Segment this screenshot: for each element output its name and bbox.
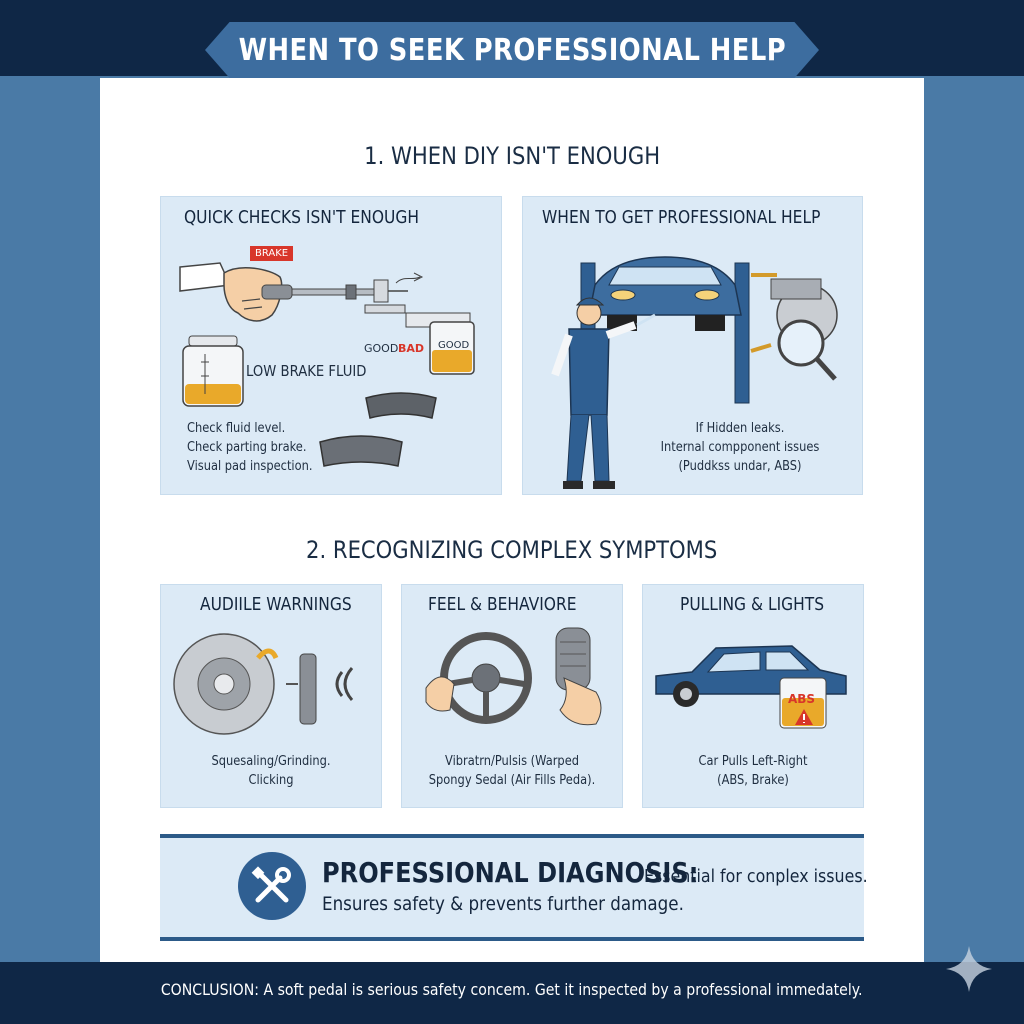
wrench-screwdriver-icon bbox=[238, 852, 306, 920]
brake-pad-icon-2 bbox=[319, 435, 403, 467]
pulling-lights-title: PULLING & LIGHTS bbox=[680, 594, 825, 615]
feel-behavior-text: Vibratrn/Pulsis (Warped Spongy Sedal (Ai… bbox=[428, 754, 596, 788]
car-pulling-illustration bbox=[655, 645, 847, 729]
bottom-band bbox=[0, 962, 1024, 1024]
brake-rotor-illustration bbox=[173, 633, 354, 735]
professional-help-title: WHEN TO GET PROFESSIONAL HELP bbox=[542, 207, 821, 228]
professional-diagnosis-subtitle: Essential for conplex issues. bbox=[644, 866, 868, 887]
fluid-reservoir-good-icon bbox=[429, 321, 475, 375]
low-brake-fluid-label: LOW BRAKE FLUID bbox=[246, 362, 367, 380]
warning-icon bbox=[795, 709, 813, 725]
quick-checks-list: Check fluid level. Check parting brake. … bbox=[187, 421, 313, 474]
sparkle-icon bbox=[946, 946, 992, 992]
conclusion-text: CONCLUSION: A soft pedal is serious safe… bbox=[161, 980, 863, 999]
audible-warnings-title: AUDIILE WARNINGS bbox=[200, 594, 352, 615]
section2-heading: 2. RECOGNIZING COMPLEX SYMPTOMS bbox=[306, 536, 718, 564]
professional-diagnosis-title: PROFESSIONAL DIAGNOSIS: bbox=[322, 856, 699, 889]
professional-help-notes: If Hidden leaks. Internal compponent iss… bbox=[660, 421, 820, 474]
section1-heading: 1. WHEN DIY ISN'T ENOUGH bbox=[364, 142, 660, 170]
title-banner: WHEN TO SEEK PROFESSIONAL HELP bbox=[205, 22, 819, 78]
quick-checks-title: QUICK CHECKS ISN'T ENOUGH bbox=[184, 207, 420, 228]
audible-warnings-text: Squesaling/Grinding. Clicking bbox=[211, 754, 331, 788]
good-label-1: GOOD bbox=[364, 342, 399, 355]
steering-pedal-illustration bbox=[425, 627, 602, 726]
mechanic-lift-illustration bbox=[551, 256, 838, 489]
abs-warning-tag: ABS bbox=[788, 692, 816, 706]
brake-tester-tool-illustration bbox=[179, 262, 471, 328]
brake-pad-icon bbox=[365, 392, 437, 419]
brake-tag: BRAKE bbox=[250, 246, 294, 261]
pulling-lights-text: Car Pulls Left-Right (ABS, Brake) bbox=[698, 754, 808, 788]
feel-behavior-title: FEEL & BEHAVIORE bbox=[428, 594, 577, 615]
good-label-2: GOOD bbox=[438, 340, 470, 351]
fluid-reservoir-low-icon bbox=[182, 335, 244, 407]
page-title: WHEN TO SEEK PROFESSIONAL HELP bbox=[238, 32, 786, 68]
professional-diagnosis-note: Ensures safety & prevents further damage… bbox=[322, 893, 684, 915]
bad-label: BAD bbox=[398, 342, 425, 355]
